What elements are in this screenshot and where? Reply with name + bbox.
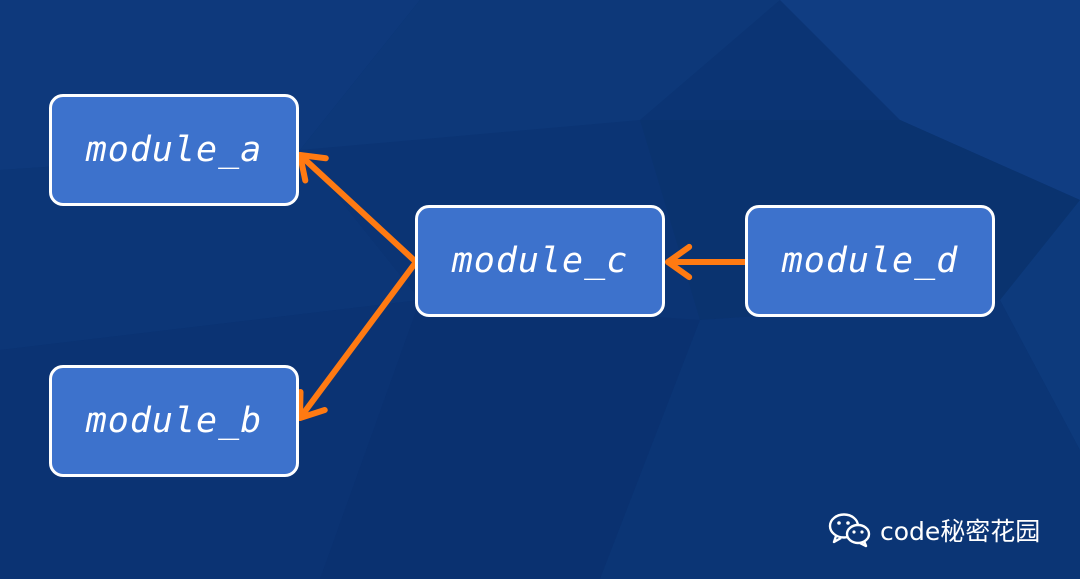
- node-label: module_c: [451, 241, 629, 281]
- watermark: code秘密花园: [828, 510, 1040, 550]
- node-label: module_b: [85, 401, 263, 441]
- wechat-icon: [828, 513, 871, 548]
- watermark-text: code秘密花园: [880, 517, 1041, 546]
- node-module-b[interactable]: module_b: [49, 365, 299, 477]
- node-label: module_a: [85, 130, 263, 170]
- node-module-a[interactable]: module_a: [49, 94, 299, 206]
- node-module-d[interactable]: module_d: [745, 205, 995, 317]
- node-module-c[interactable]: module_c: [415, 205, 665, 317]
- node-label: module_d: [781, 241, 959, 281]
